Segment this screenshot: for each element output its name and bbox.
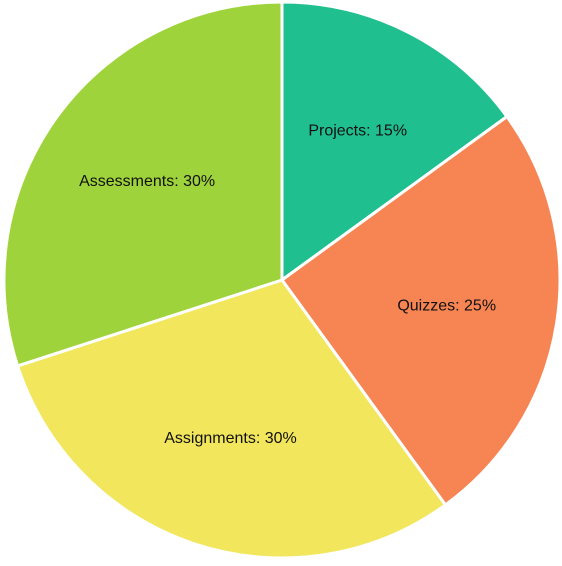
pie-slice-quizzes [280, 115, 562, 507]
pie-label-quizzes: Quizzes: 25% [397, 297, 496, 314]
pie-label-assessments: Assessments: 30% [79, 173, 215, 190]
pie-slice-assessments [2, 0, 284, 368]
pie-slice-projects [280, 0, 509, 282]
pie-labels: Projects: 15% Quizzes: 25% Assignments: 30… [79, 123, 496, 447]
pie-slice-assignments [16, 278, 447, 560]
pie-label-assignments: Assignments: 30% [164, 430, 297, 447]
pie-label-projects: Projects: 15% [308, 123, 407, 140]
